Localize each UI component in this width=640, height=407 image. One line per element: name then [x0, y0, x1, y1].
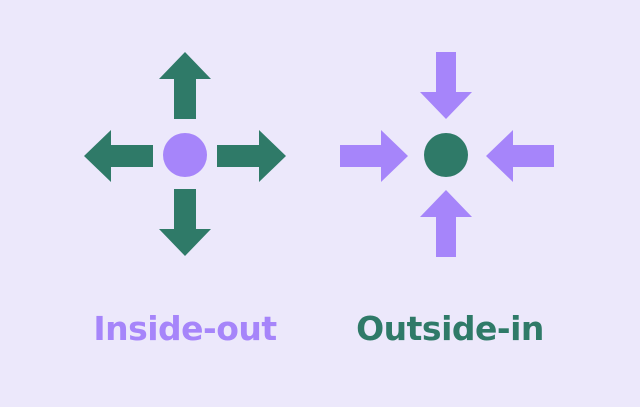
outside-in-label: Outside-in — [356, 309, 544, 348]
inside-out-center-circle-icon — [163, 133, 207, 177]
inside-out-group — [84, 52, 286, 256]
outside-in-arrows — [340, 52, 554, 257]
arrow-down-icon — [420, 52, 472, 119]
arrow-left-icon — [84, 130, 153, 182]
inside-out-arrows — [84, 52, 286, 256]
inside-out-label: Inside-out — [93, 309, 277, 348]
arrow-down-icon — [159, 189, 211, 256]
outside-in-group — [340, 52, 554, 257]
outside-in-center-circle-icon — [424, 133, 468, 177]
arrow-up-icon — [420, 190, 472, 257]
arrow-right-icon — [217, 130, 286, 182]
arrow-right-icon — [340, 130, 408, 182]
arrow-up-icon — [159, 52, 211, 119]
arrow-left-icon — [486, 130, 554, 182]
